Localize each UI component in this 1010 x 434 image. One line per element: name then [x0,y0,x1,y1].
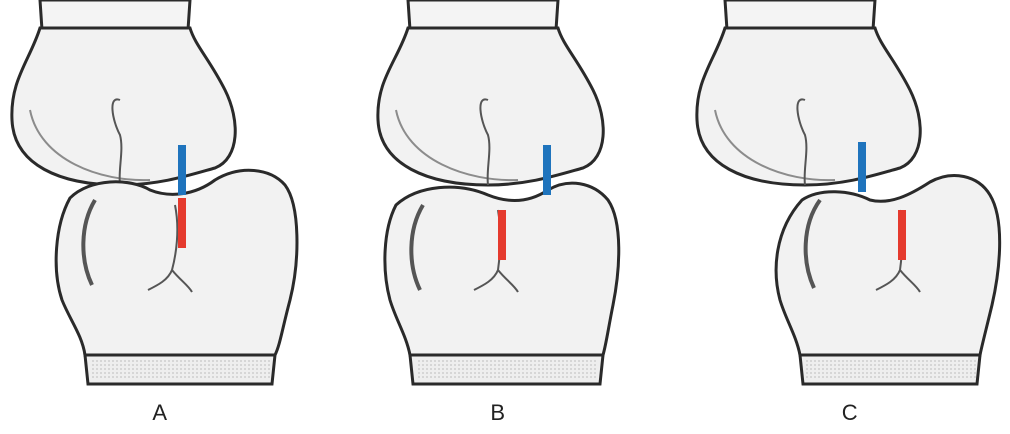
figure-label: B [338,400,658,426]
figure-panel-a: A [0,0,320,434]
tooth-contact-illustration-b [338,0,658,434]
upper-marker [858,142,866,192]
upper-root [40,0,190,30]
upper-marker [543,145,551,195]
upper-root [408,0,558,30]
figure-label: C [690,400,1010,426]
lower-root-texture [90,360,270,380]
lower-marker [498,210,506,260]
tooth-contact-illustration-a [0,0,320,434]
lower-root-texture [416,360,598,380]
upper-crown [12,28,235,185]
lower-root-texture [806,360,976,380]
lower-crown [56,170,297,355]
lower-crown [776,176,1000,355]
lower-marker [898,210,906,260]
figure-panel-b: B [338,0,658,434]
upper-crown [378,28,603,185]
figure-panel-c: C [690,0,1010,434]
figure-label: A [0,400,320,426]
tooth-contact-illustration-c [690,0,1010,434]
upper-root [725,0,875,30]
lower-marker [178,198,186,248]
upper-marker [178,145,186,195]
upper-crown [697,28,920,185]
